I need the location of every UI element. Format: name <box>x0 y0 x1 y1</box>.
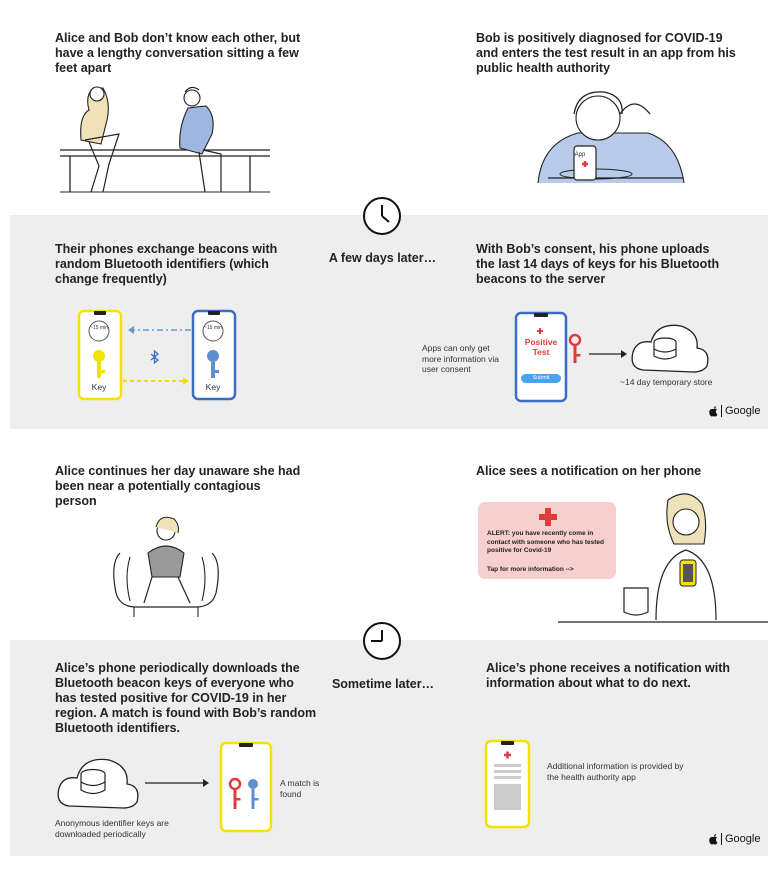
min-label-left: ~15 min <box>90 325 108 331</box>
google-label-top: Google <box>725 405 761 417</box>
bottom-band <box>10 640 768 856</box>
caption-alice-bob-meet: Alice and Bob don’t know each other, but… <box>55 31 301 75</box>
anon-keys-note: Anonymous identifier keys are downloaded… <box>55 818 169 839</box>
caption-bob-diagnosed: Bob is positively diagnosed for COVID-19… <box>476 31 736 75</box>
cross-icon <box>539 508 557 526</box>
alert-notification[interactable]: ALERT: you have recently come in contact… <box>478 502 616 579</box>
info-phone-illustration <box>484 739 531 829</box>
upload-illustration <box>514 311 709 403</box>
apple-icon <box>709 405 718 416</box>
caption-alice-downloads: Alice’s phone periodically downloads the… <box>55 661 317 735</box>
caption-alice-notification: Alice sees a notification on her phone <box>476 464 702 478</box>
submit-button[interactable]: Submit <box>521 374 561 383</box>
key-label-right: Key <box>205 382 221 392</box>
download-illustration <box>57 741 273 833</box>
min-label-right: ~15 min <box>204 325 222 331</box>
positive-test-label: Positive Test <box>524 337 558 357</box>
alice-phone-illustration <box>558 493 768 623</box>
caption-alice-continues: Alice continues her day unaware she had … <box>55 464 301 508</box>
top-band <box>10 215 768 429</box>
key-label-left: Key <box>91 382 107 392</box>
bench-scene-illustration <box>60 86 270 193</box>
brand-top: Google <box>709 405 760 417</box>
temp-store-label: ~14 day temporary store <box>620 377 713 387</box>
clock-icon <box>363 622 401 660</box>
caption-alice-receives: Alice’s phone receives a notification wi… <box>486 661 731 690</box>
apple-icon <box>709 833 718 844</box>
google-label-bottom: Google <box>725 833 761 845</box>
app-label: App <box>574 152 586 158</box>
bob-diagnosed-illustration <box>537 91 685 184</box>
match-found-note: A match is found <box>280 778 320 799</box>
alice-armchair-illustration <box>113 516 219 617</box>
phone-exchange-illustration <box>77 309 237 401</box>
brand-bottom: Google <box>709 833 760 845</box>
alert-text: ALERT: you have recently come in contact… <box>487 530 605 554</box>
caption-sometime-later: Sometime later… <box>331 677 435 691</box>
additional-info-note: Additional information is provided by th… <box>547 761 684 782</box>
clock-icon <box>363 197 401 235</box>
caption-bob-upload: With Bob’s consent, his phone uploads th… <box>476 242 720 286</box>
apps-consent-note: Apps can only get more information via u… <box>422 343 500 374</box>
caption-exchange-beacons: Their phones exchange beacons with rando… <box>55 242 278 286</box>
caption-few-days-later: A few days later… <box>328 251 437 265</box>
tap-more-link[interactable]: Tap for more information --> <box>487 566 574 573</box>
bluetooth-icon <box>150 349 159 365</box>
